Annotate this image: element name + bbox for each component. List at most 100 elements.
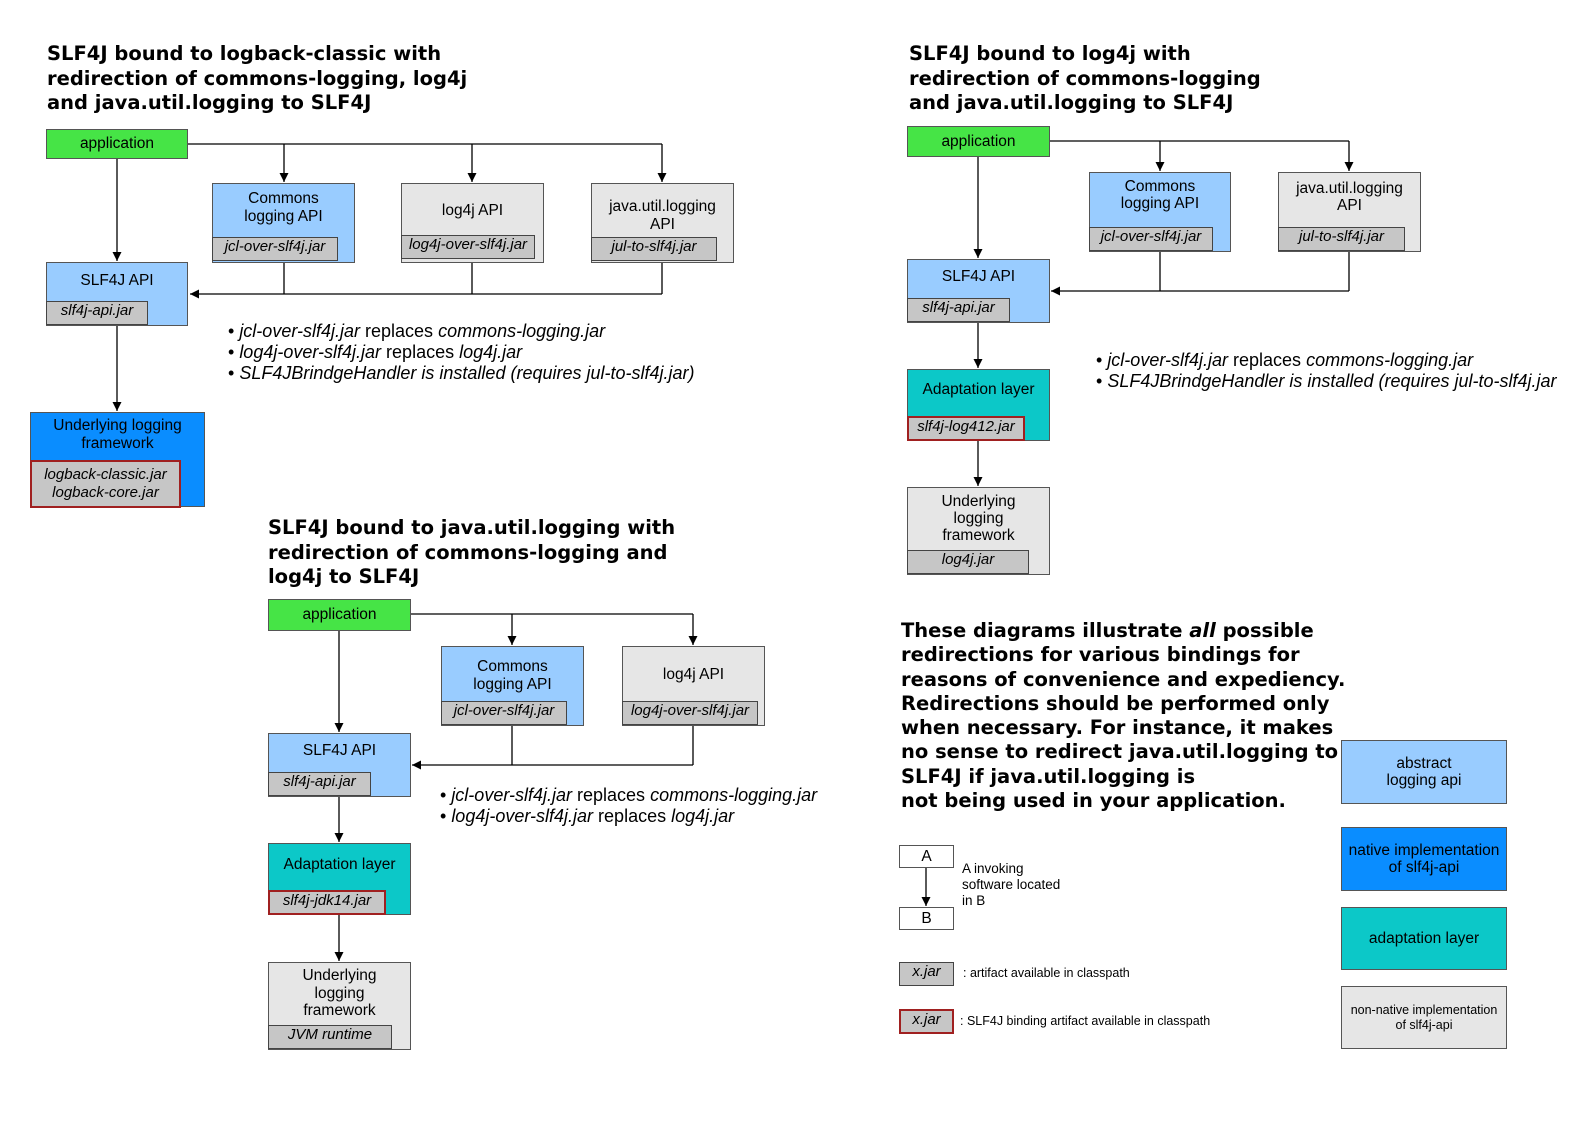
- explanation-line: These diagrams illustrate all possible: [901, 619, 1345, 643]
- title-line: redirection of commons-logging: [909, 66, 1261, 90]
- explanation-line: reasons of convenience and expediency.: [901, 667, 1346, 691]
- box-label: SLF4J API: [302, 742, 377, 759]
- box-label: Underlying: [302, 967, 377, 984]
- legend-line: non-native implementation: [1350, 1002, 1498, 1017]
- text-part: These diagrams illustrate: [901, 619, 1190, 642]
- notes-list: • jcl-over-slf4j.jar replaces commons-lo…: [1096, 350, 1557, 392]
- box-label: java.util.logging: [609, 198, 716, 215]
- title-line: log4j to SLF4J: [268, 565, 420, 588]
- explanation-line: no sense to redirect java.util.logging t…: [901, 740, 1339, 764]
- diagram-title: SLF4J bound to log4j with redirection of…: [909, 42, 1261, 116]
- legend-artifact-text: : artifact available in classpath: [963, 966, 1130, 980]
- note-part: log4j.jar: [459, 342, 523, 362]
- note-item: • jcl-over-slf4j.jar replaces commons-lo…: [1096, 350, 1474, 370]
- jar-label: slf4j-api.jar: [46, 301, 148, 325]
- explanation-line: redirections for various bindings for: [901, 643, 1300, 667]
- legend-native-implementation: native implementation of slf4j-api: [1341, 827, 1507, 891]
- application-box: application: [907, 126, 1050, 157]
- box-label: java.util.logging: [1296, 180, 1403, 197]
- note-part: commons-logging.jar: [650, 785, 818, 805]
- text-part: all: [1189, 619, 1216, 642]
- note-item: • SLF4JBrindgeHandler is installed (requ…: [1096, 371, 1557, 391]
- jar-label: jcl-over-slf4j.jar: [212, 237, 338, 261]
- application-label: application: [302, 606, 377, 623]
- jar-label: log4j-over-slf4j.jar: [622, 701, 758, 725]
- binding-jar-label: logback-classic.jar logback-core.jar: [30, 460, 181, 508]
- application-box: application: [268, 599, 411, 631]
- legend-line: adaptation layer: [1368, 930, 1480, 947]
- title-line: and java.util.logging to SLF4J: [47, 91, 372, 114]
- legend-box-a: A: [899, 845, 954, 868]
- note-part: commons-logging.jar: [1306, 350, 1474, 370]
- legend-jar-sample: x.jar: [899, 962, 954, 986]
- jar-line: logback-classic.jar: [44, 466, 167, 483]
- explanation-line: not being used in your application.: [901, 789, 1286, 813]
- note-part: commons-logging.jar: [438, 321, 606, 341]
- box-label: Adaptation layer: [283, 856, 396, 873]
- box-label: SLF4J API: [80, 272, 154, 289]
- note-part: replaces: [572, 785, 651, 805]
- box-label: Underlying logging: [53, 417, 182, 434]
- application-label: application: [941, 133, 1016, 150]
- box-label: log4j API: [662, 666, 725, 683]
- note-part: log4j.jar: [671, 806, 735, 826]
- note-part: jcl-over-slf4j.jar: [451, 785, 573, 805]
- box-label: log4j API: [441, 202, 504, 219]
- jar-label: jcl-over-slf4j.jar: [1089, 227, 1213, 251]
- legend-line: native implementation: [1348, 842, 1500, 859]
- jar-line: logback-core.jar: [52, 484, 159, 501]
- note-item: • log4j-over-slf4j.jar replaces log4j.ja…: [440, 806, 735, 826]
- legend-binding-text: : SLF4J binding artifact available in cl…: [960, 1014, 1211, 1028]
- legend-line: abstract: [1396, 755, 1452, 772]
- notes-list: • jcl-over-slf4j.jar replaces commons-lo…: [440, 785, 817, 827]
- legend-line: of slf4j-api: [1388, 859, 1460, 876]
- note-part: SLF4JBrindgeHandler is installed (requir…: [1107, 371, 1557, 391]
- note-part: log4j-over-slf4j.jar: [239, 342, 382, 362]
- legend-line: software located: [962, 877, 1061, 892]
- binding-jar-label: slf4j-log412.jar: [907, 416, 1025, 441]
- title-line: and java.util.logging to SLF4J: [909, 91, 1234, 114]
- box-label: API: [1337, 197, 1362, 214]
- legend-non-native-implementation: non-native implementation of slf4j-api: [1341, 986, 1507, 1049]
- legend-adaptation-layer: adaptation layer: [1341, 907, 1507, 970]
- application-box: application: [46, 129, 188, 159]
- title-line: SLF4J bound to java.util.logging with: [268, 516, 676, 539]
- jar-label: JVM runtime: [268, 1025, 392, 1049]
- notes-list: • jcl-over-slf4j.jar replaces commons-lo…: [228, 321, 695, 384]
- note-item: • jcl-over-slf4j.jar replaces commons-lo…: [440, 785, 818, 805]
- explanation-text: These diagrams illustrate all possible r…: [901, 619, 1345, 813]
- box-label: Underlying: [941, 493, 1016, 510]
- box-label: Adaptation layer: [922, 381, 1035, 398]
- explanation-line: SLF4J if java.util.logging is: [901, 764, 1196, 788]
- legend-line: of slf4j-api: [1395, 1017, 1453, 1032]
- binding-jar-label: slf4j-jdk14.jar: [268, 890, 386, 915]
- legend-invoking-text: A invoking software located in B: [962, 861, 1060, 909]
- note-part: replaces: [360, 321, 439, 341]
- box-label: logging API: [1120, 195, 1200, 212]
- diagram-title: SLF4J bound to java.util.logging with re…: [268, 516, 675, 590]
- jar-label: log4j-over-slf4j.jar: [401, 235, 535, 259]
- legend-abstract-api: abstract logging api: [1341, 740, 1507, 804]
- legend-line: logging api: [1386, 772, 1462, 789]
- box-label: logging: [953, 510, 1004, 527]
- title-line: SLF4J bound to logback-classic with: [47, 42, 442, 65]
- jar-label: slf4j-api.jar: [907, 298, 1010, 322]
- note-part: SLF4JBrindgeHandler is installed (requir…: [239, 363, 695, 383]
- legend-line: in B: [962, 893, 986, 908]
- jar-label: jcl-over-slf4j.jar: [441, 701, 567, 725]
- box-label: logging: [314, 985, 365, 1002]
- box-label: API: [650, 216, 675, 233]
- box-label: logging API: [473, 676, 552, 693]
- jar-label: jul-to-slf4j.jar: [591, 237, 717, 261]
- note-part: replaces: [1228, 350, 1307, 370]
- box-label: framework: [942, 527, 1015, 544]
- box-label: Commons: [477, 658, 548, 675]
- legend-box-b: B: [899, 907, 954, 930]
- box-label: framework: [303, 1002, 376, 1019]
- box-label: Commons: [248, 190, 319, 207]
- box-label: framework: [81, 435, 154, 452]
- text-part: possible: [1215, 619, 1314, 642]
- title-line: SLF4J bound to log4j with: [909, 42, 1191, 65]
- box-label: SLF4J API: [941, 268, 1016, 285]
- legend-line: A invoking: [962, 861, 1024, 876]
